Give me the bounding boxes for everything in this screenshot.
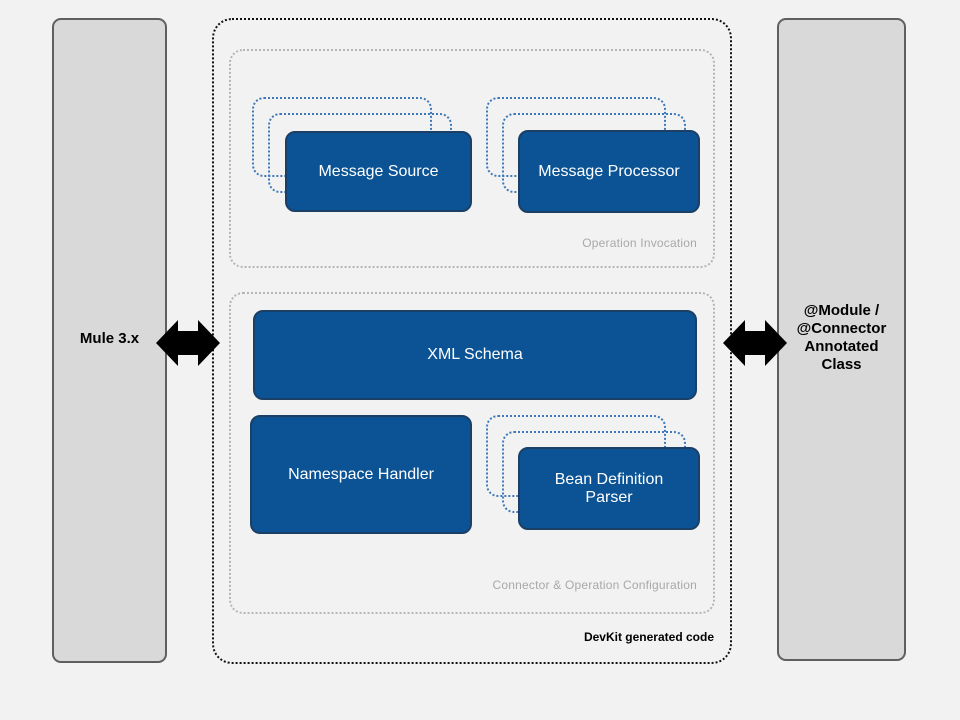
message-source-box: Message Source	[285, 131, 472, 212]
configuration-group	[229, 292, 715, 614]
annotated-class-pillar	[777, 18, 906, 661]
message-processor-box: Message Processor	[518, 130, 700, 213]
xml-schema-box: XML Schema	[253, 310, 697, 400]
mule-label: Mule 3.x	[79, 330, 140, 347]
mule-pillar	[52, 18, 167, 663]
configuration-label: Connector & Operation Configuration	[492, 578, 697, 592]
annotated-class-label: @Module / @Connector Annotated Class	[796, 302, 887, 373]
operation-invocation-group	[229, 49, 715, 268]
operation-invocation-label: Operation Invocation	[582, 236, 697, 250]
bean-definition-parser-box: Bean Definition Parser	[518, 447, 700, 530]
devkit-label: DevKit generated code	[583, 630, 714, 644]
namespace-handler-box: Namespace Handler	[250, 415, 472, 534]
right-double-arrow-icon	[723, 320, 787, 366]
left-double-arrow-icon	[156, 320, 220, 366]
